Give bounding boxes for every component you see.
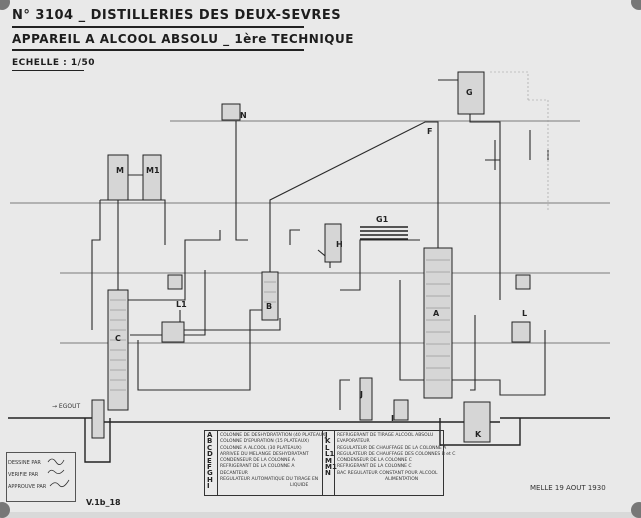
legend-divider [322,430,323,495]
signature-block [6,452,76,502]
label-L1: L1 [176,300,187,309]
label-N: N [240,111,247,120]
label-M: M [116,166,124,175]
label-K: K [475,430,482,439]
legend-divider [334,430,335,495]
title-underline [12,26,304,28]
label-J: J [359,390,363,399]
drawing-title: N° 3104 _ DISTILLERIES DES DEUX-SEVRES [12,8,342,23]
legend-box [204,430,444,496]
scale-underline [12,70,84,71]
label-G1: G1 [376,215,389,224]
corner-tape [0,0,10,10]
drain-note: → EGOUT [52,403,81,410]
checked-by-label: VERIFIE PAR [8,472,39,478]
corner-tape [631,502,641,518]
label-F: F [427,127,432,136]
label-G: G [466,88,473,97]
label-C: C [115,334,121,343]
legend-items-left: COLONNE DE DESHYDRATATION (40 PLATEAUX)C… [220,433,328,489]
drawing-date: MELLE 19 AOUT 1930 [530,484,606,492]
label-H: H [336,240,343,249]
label-I: I [391,414,394,423]
label-B: B [266,302,272,311]
approved-by-label: APPROUVE PAR [8,484,47,490]
drawing-id: V.1b_18 [86,498,121,507]
subtitle-underline [12,49,304,51]
corner-tape [631,0,641,10]
legend-divider [217,430,218,495]
scale-label: ECHELLE : 1/50 [12,58,95,68]
label-A: A [433,309,440,318]
drawing-subtitle: APPAREIL A ALCOOL ABSOLU _ 1ère TECHNIQU… [12,32,354,46]
label-M1: M1 [146,166,160,175]
corner-tape [0,502,10,518]
drawn-by-label: DESSINE PAR [8,460,41,466]
label-L: L [522,309,527,318]
